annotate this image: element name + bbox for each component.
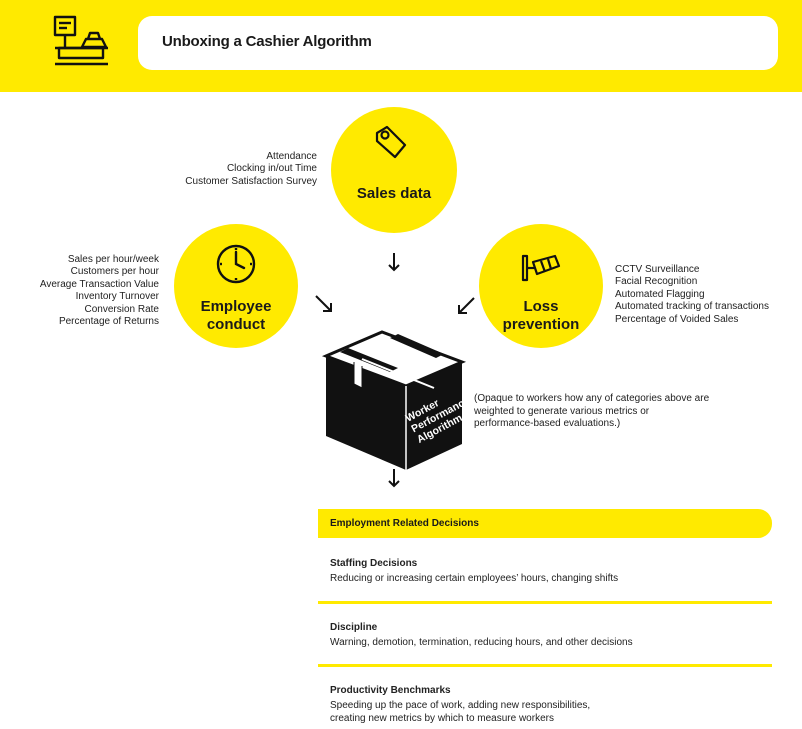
decision-item: Discipline Warning, demotion, terminatio… <box>330 621 633 649</box>
list-item: Average Transaction Value <box>39 278 159 290</box>
loss-prevention-label-line1: Loss <box>523 298 559 315</box>
sales-data-circle: Sales data <box>331 107 457 233</box>
list-item: Percentage of Returns <box>58 316 159 328</box>
cctv-camera-icon <box>521 254 561 282</box>
decisions-header-bar: Employment Related Decisions <box>318 509 772 538</box>
list-item: Facial Recognition <box>615 276 698 288</box>
list-item: Sales per hour/week <box>67 254 159 265</box>
down-arrow-icon <box>388 253 400 272</box>
list-item: Automated Flagging <box>615 288 705 300</box>
list-item: Customer Satisfaction Survey <box>185 175 317 187</box>
decision-heading: Staffing Decisions <box>330 558 418 569</box>
note-line: weighted to generate various metrics or <box>474 405 650 417</box>
employee-conduct-list: Sales per hour/week Customers per hour A… <box>40 254 159 328</box>
note-line: performance-based evaluations.) <box>474 418 621 429</box>
list-item: Clocking in/out Time <box>226 163 317 175</box>
decision-heading: Discipline <box>330 622 378 633</box>
sales-data-label: Sales data <box>356 185 432 202</box>
list-item: Percentage of Voided Sales <box>615 313 739 325</box>
decision-item: Productivity Benchmarks Speeding up the … <box>330 684 590 725</box>
divider <box>318 601 772 604</box>
algorithm-black-box: Worker Performance Algorithm <box>321 330 472 470</box>
list-item: Attendance <box>266 151 317 162</box>
cash-register-icon <box>53 15 108 66</box>
loss-prevention-label-line2: prevention <box>502 316 580 333</box>
decision-text: Speeding up the pace of work, adding new… <box>330 700 591 711</box>
page-title: Unboxing a Cashier Algorithm <box>162 33 372 50</box>
decision-text: creating new metrics by which to measure… <box>330 713 554 724</box>
loss-prevention-list: CCTV Surveillance Facial Recognition Aut… <box>615 264 769 326</box>
sales-data-list: Attendance Clocking in/out Time Customer… <box>185 151 317 188</box>
list-item: Customers per hour <box>70 266 159 278</box>
price-tag-icon <box>375 125 407 159</box>
list-item: Automated tracking of transactions <box>615 301 769 313</box>
decision-item: Staffing Decisions Reducing or increasin… <box>330 557 618 585</box>
list-item: Conversion Rate <box>84 303 159 315</box>
decisions-title: Employment Related Decisions <box>330 518 479 529</box>
loss-prevention-circle: Loss prevention <box>479 224 603 348</box>
decision-heading: Productivity Benchmarks <box>330 685 451 696</box>
list-item: Inventory Turnover <box>75 291 159 303</box>
employee-conduct-label-line1: Employee <box>200 298 272 315</box>
clock-icon <box>216 244 256 284</box>
header-banner: Unboxing a Cashier Algorithm <box>0 0 802 92</box>
down-arrow-icon <box>388 469 400 488</box>
divider <box>318 664 772 667</box>
note-line: (Opaque to workers how any of categories… <box>474 393 710 404</box>
diagonal-arrow-icon <box>458 297 475 314</box>
diagonal-arrow-icon <box>315 295 332 312</box>
employee-conduct-circle: Employee conduct <box>174 224 298 348</box>
employee-conduct-label-line2: conduct <box>206 316 266 333</box>
list-item: CCTV Surveillance <box>615 264 700 275</box>
decision-text: Reducing or increasing certain employees… <box>330 573 619 584</box>
decision-text: Warning, demotion, termination, reducing… <box>330 637 633 648</box>
title-pill: Unboxing a Cashier Algorithm <box>138 16 778 70</box>
opacity-note: (Opaque to workers how any of categories… <box>474 393 709 431</box>
